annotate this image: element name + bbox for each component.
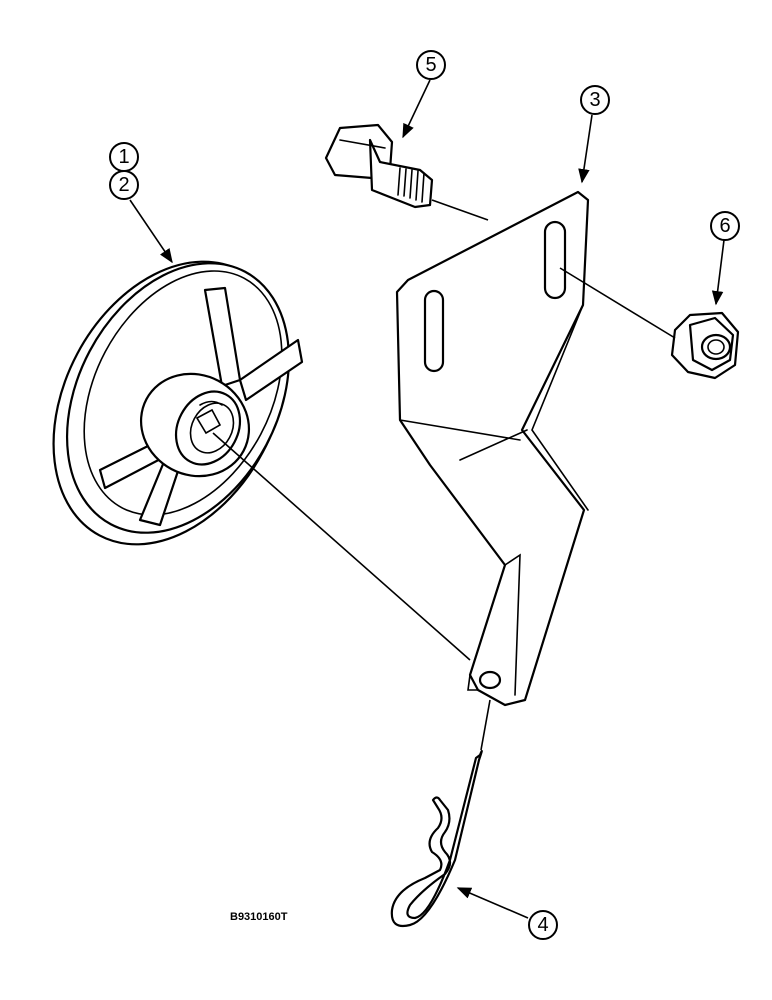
callout-1: 1 [109, 142, 139, 172]
callout-4: 4 [528, 910, 558, 940]
svg-text:4: 4 [537, 914, 548, 936]
bolt-part [324, 123, 434, 209]
leader-line-bracket-to-clip [480, 699, 491, 751]
bracket-part [395, 190, 590, 707]
svg-text:5: 5 [425, 54, 436, 76]
callout-3: 3 [580, 85, 610, 115]
callout-6: 6 [710, 211, 740, 241]
arrow-1-2 [129, 199, 173, 264]
svg-text:1: 1 [118, 146, 129, 168]
svg-text:2: 2 [118, 174, 129, 196]
figure-reference-code: B9310160T [230, 911, 288, 923]
arrow-6 [711, 239, 725, 306]
handwheel-part [52, 260, 304, 546]
arrow-4 [456, 887, 529, 919]
arrow-5 [402, 79, 431, 139]
clip-part [390, 749, 483, 928]
leader-line-bracket-to-nut [559, 267, 676, 339]
svg-text:6: 6 [719, 215, 730, 237]
leader-line-wheel-to-bracket [212, 432, 471, 661]
svg-text:3: 3 [589, 89, 600, 111]
arrow-3 [578, 114, 593, 184]
leader-line-bolt-to-bracket [431, 199, 489, 221]
leader-lines [212, 199, 676, 751]
callout-2: 2 [109, 170, 139, 200]
callout-arrows [129, 79, 725, 919]
callout-5: 5 [416, 50, 446, 80]
nut-part [670, 311, 740, 380]
